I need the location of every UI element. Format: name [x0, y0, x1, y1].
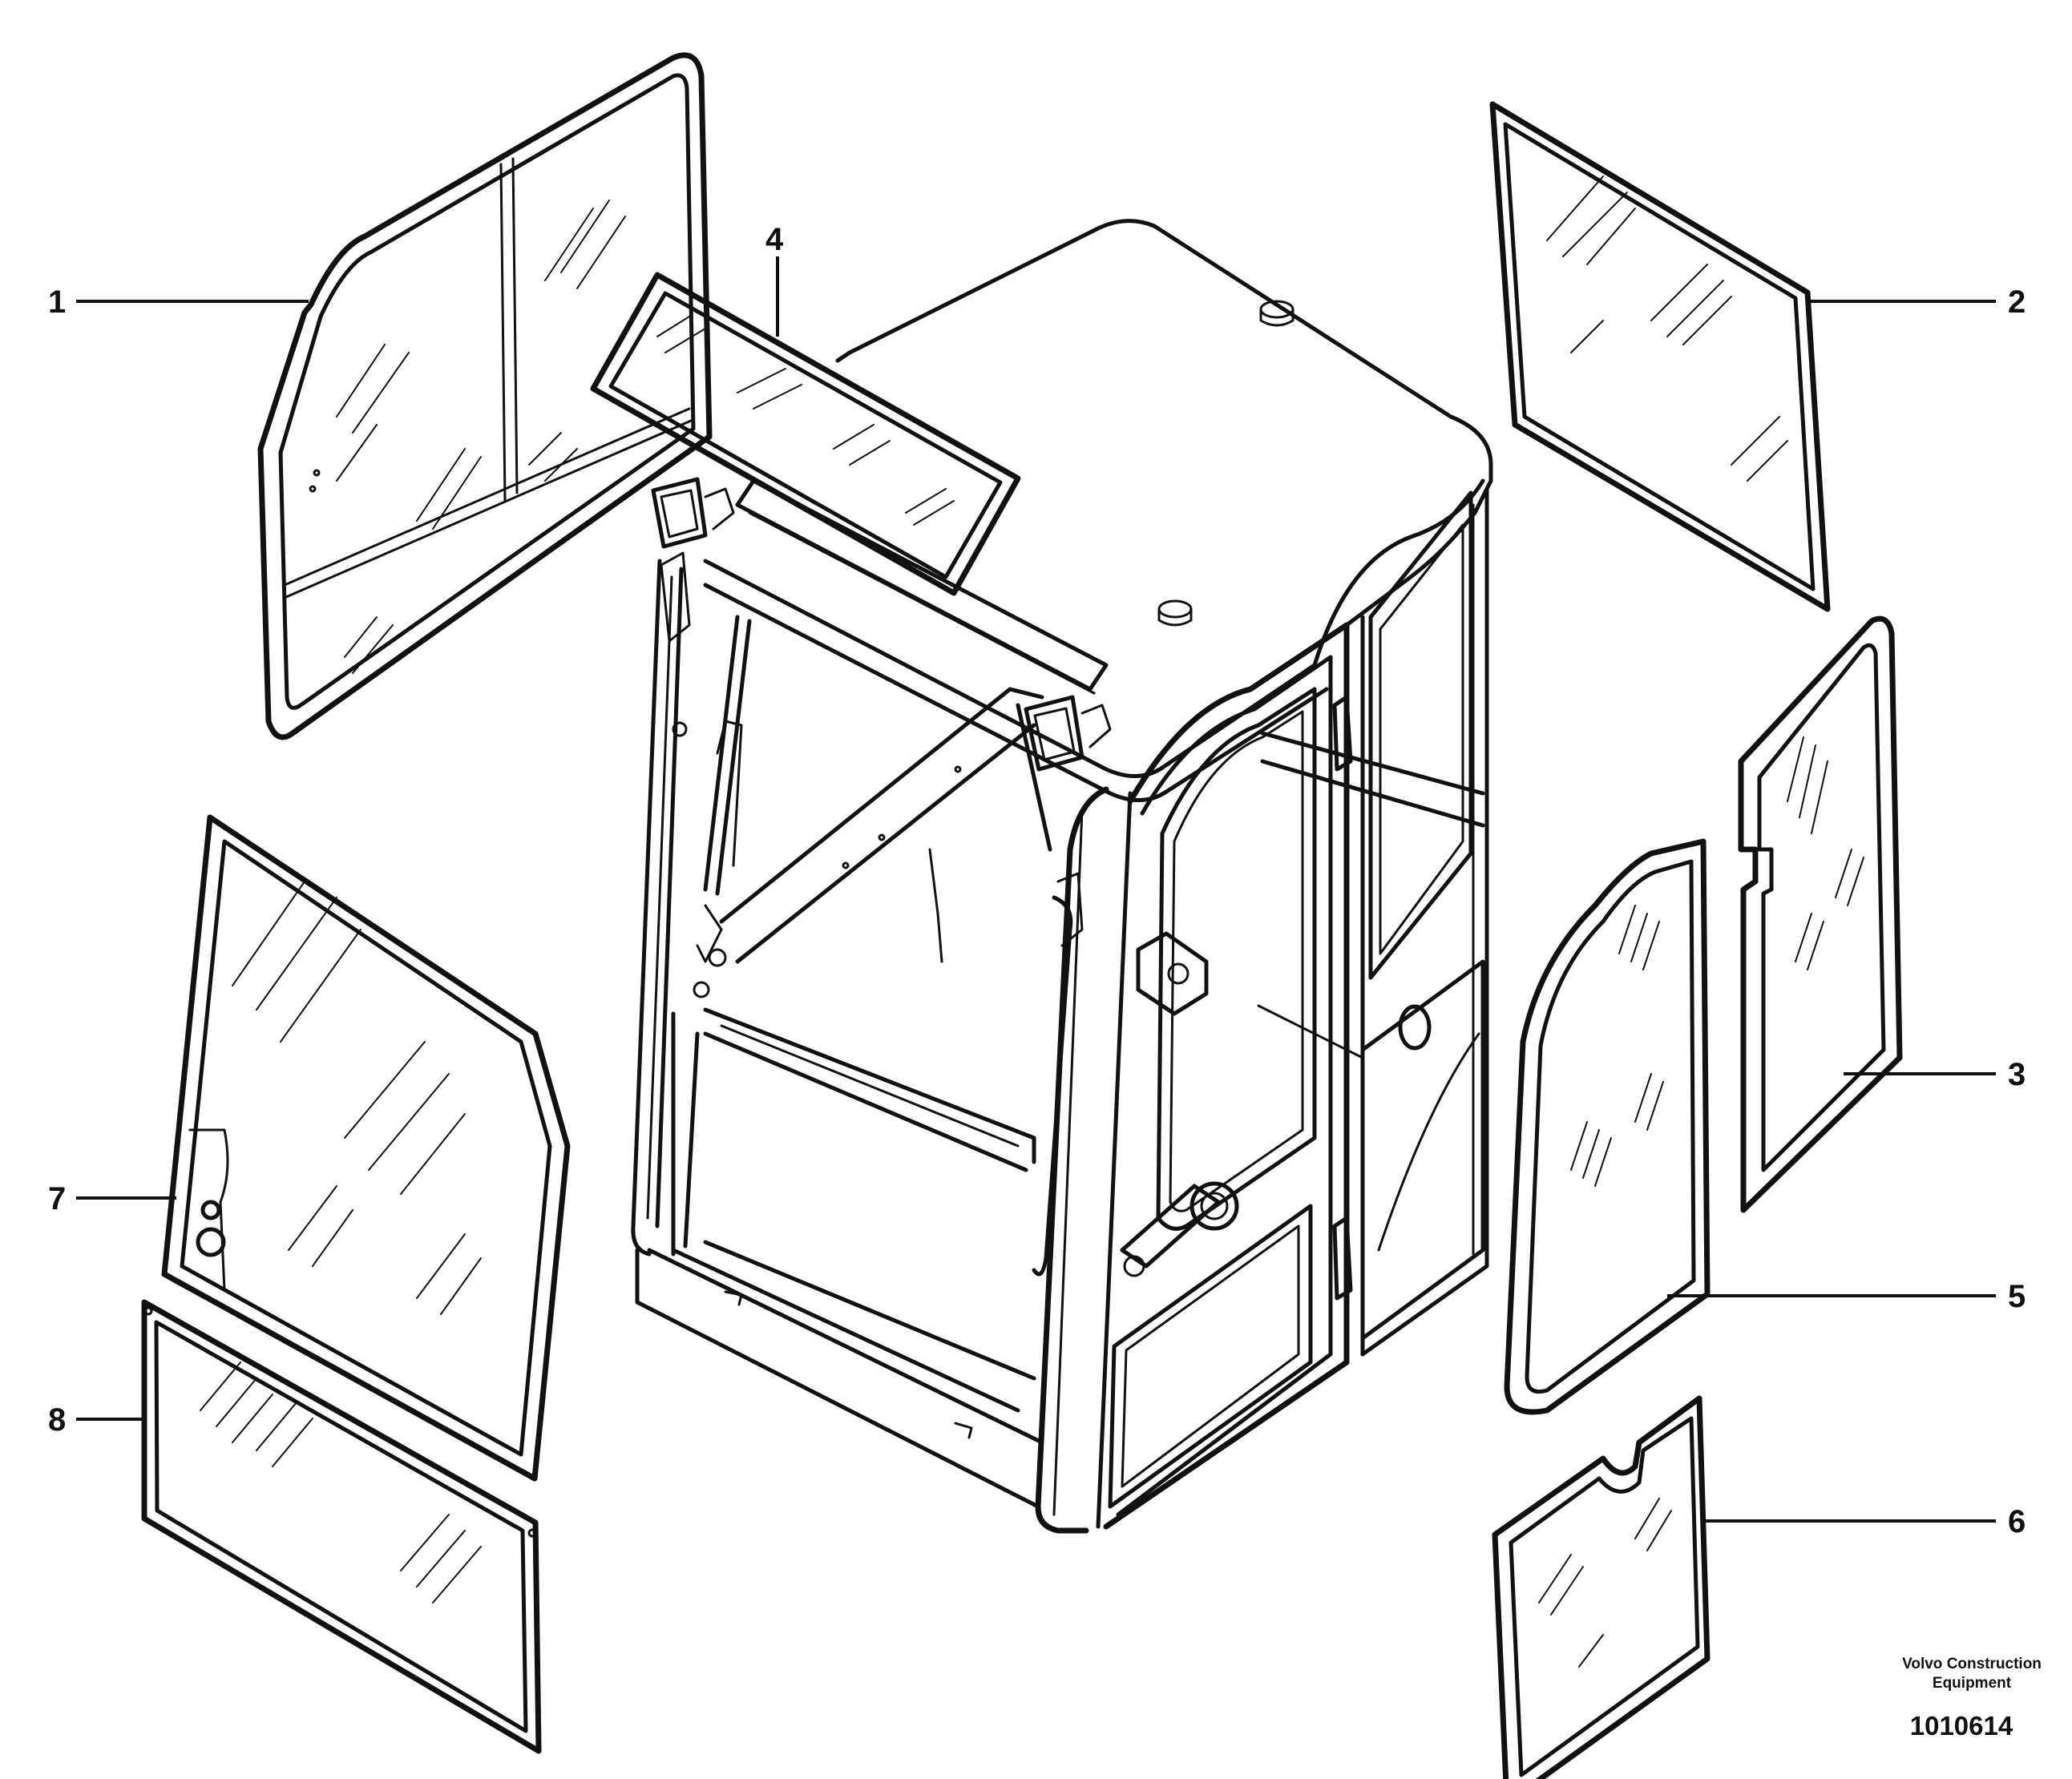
callout-6-label: 6 [2008, 1504, 2026, 1539]
callout-7: 7 [48, 1181, 176, 1216]
wiper-assembly [693, 615, 752, 998]
glass-panel-1 [257, 52, 713, 740]
footer-block: Volvo Construction Equipment 1010614 [1902, 1656, 2042, 1741]
roof-knob-front [1157, 599, 1193, 627]
callout-8: 8 [48, 1402, 144, 1438]
callout-5-label: 5 [2008, 1279, 2026, 1314]
callout-3-label: 3 [2008, 1057, 2026, 1092]
callout-4: 4 [765, 222, 784, 337]
glass-panel-3 [1738, 615, 1903, 1213]
callout-4-label: 4 [765, 222, 784, 257]
callout-1-label: 1 [48, 284, 66, 320]
mirror-left [651, 477, 735, 549]
glass-panel-2 [1489, 101, 1831, 612]
callout-7-label: 7 [48, 1181, 66, 1216]
callout-6: 6 [1703, 1504, 2026, 1539]
callout-2-label: 2 [2008, 284, 2026, 320]
glass-panel-7 [161, 814, 571, 1482]
cab-body [631, 219, 1493, 1534]
mirror-right [1024, 695, 1112, 772]
callout-8-label: 8 [48, 1402, 66, 1438]
callout-3: 3 [1844, 1057, 2026, 1092]
drawing-number: 1010614 [1910, 1711, 2013, 1741]
glass-panel-6 [1492, 1395, 1711, 1779]
glass-panel-4 [590, 272, 1021, 596]
glass-panel-8 [141, 1299, 542, 1754]
callout-1: 1 [48, 284, 309, 320]
company-name-line1: Volvo Construction [1902, 1656, 2042, 1672]
glass-panel-5 [1504, 838, 1711, 1415]
roof-knob-rear [1259, 300, 1294, 327]
callout-5: 5 [1667, 1279, 2026, 1314]
cab-door [1103, 622, 1353, 1530]
company-name-line2: Equipment [1933, 1675, 2012, 1692]
callout-2: 2 [1810, 284, 2026, 320]
